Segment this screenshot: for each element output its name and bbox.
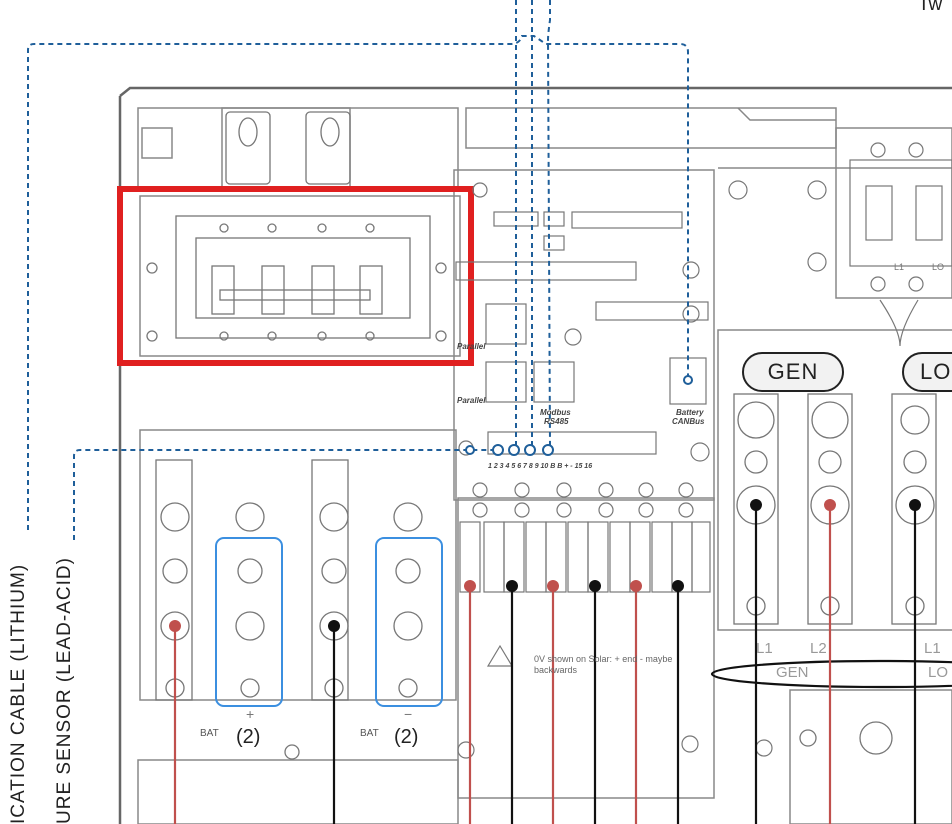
rs485-label: RS485 bbox=[544, 417, 569, 426]
bat-neg-count: (2) bbox=[394, 726, 419, 748]
bat-pos-count: (2) bbox=[236, 726, 261, 748]
modbus-label: Modbus bbox=[540, 408, 571, 417]
bat-minus-sign: − bbox=[404, 706, 413, 722]
wire-dots bbox=[169, 499, 921, 632]
battery-group-boxes bbox=[215, 537, 443, 707]
comm-cables bbox=[27, 0, 689, 540]
battery-terminals bbox=[155, 459, 423, 760]
bat-plus-sign: + bbox=[246, 706, 255, 722]
terminal-numbers: 1 2 3 4 5 6 7 8 9 10 B B + - 15 16 bbox=[488, 463, 593, 470]
warning-note-line-2: backwards bbox=[534, 665, 578, 675]
breaker-top-tabs bbox=[225, 111, 351, 185]
breaker-highlight-box bbox=[117, 186, 474, 366]
comm-cable-label: ICATION CABLE (LITHIUM) bbox=[8, 563, 29, 824]
load-breaker bbox=[849, 142, 952, 347]
battery-port-label: Battery bbox=[676, 408, 704, 417]
l1-label: L1 bbox=[756, 640, 773, 657]
l2-label: L2 bbox=[810, 640, 827, 657]
breaker-lo-label: LO bbox=[932, 262, 945, 272]
temp-sensor-label: URE SENSOR (LEAD-ACID) bbox=[54, 557, 75, 824]
canbus-port-label: CANBus bbox=[672, 417, 705, 426]
inverter-enclosure bbox=[118, 86, 952, 824]
main-breaker bbox=[146, 215, 447, 342]
parallel-label-2: Parallel bbox=[457, 396, 486, 405]
parallel-label-1: Parallel bbox=[457, 342, 486, 351]
ac-terminals bbox=[733, 393, 937, 755]
gen-under-label: GEN bbox=[776, 664, 809, 681]
rj45-battery-port-dot bbox=[683, 375, 693, 385]
comm-terminal-dots bbox=[465, 375, 693, 456]
l1-right-label: L1 bbox=[924, 640, 941, 657]
pv-fuse-holders bbox=[457, 482, 773, 759]
dc-wires bbox=[173, 505, 917, 824]
control-board bbox=[455, 180, 827, 462]
bat-right-label: BAT bbox=[360, 728, 379, 739]
warning-note-line-1: 0V shown on Solar: + end - maybe bbox=[534, 654, 673, 664]
top-right-fragment: Tw bbox=[918, 0, 943, 15]
lo-under-label: LO bbox=[928, 664, 949, 681]
bat-left-label: BAT bbox=[200, 728, 219, 739]
breaker-l1-label: L1 bbox=[894, 262, 905, 272]
gen-load-ellipse bbox=[710, 659, 952, 689]
gen-label-pill: GEN bbox=[742, 352, 844, 392]
load-label-pill: LO bbox=[902, 352, 952, 392]
